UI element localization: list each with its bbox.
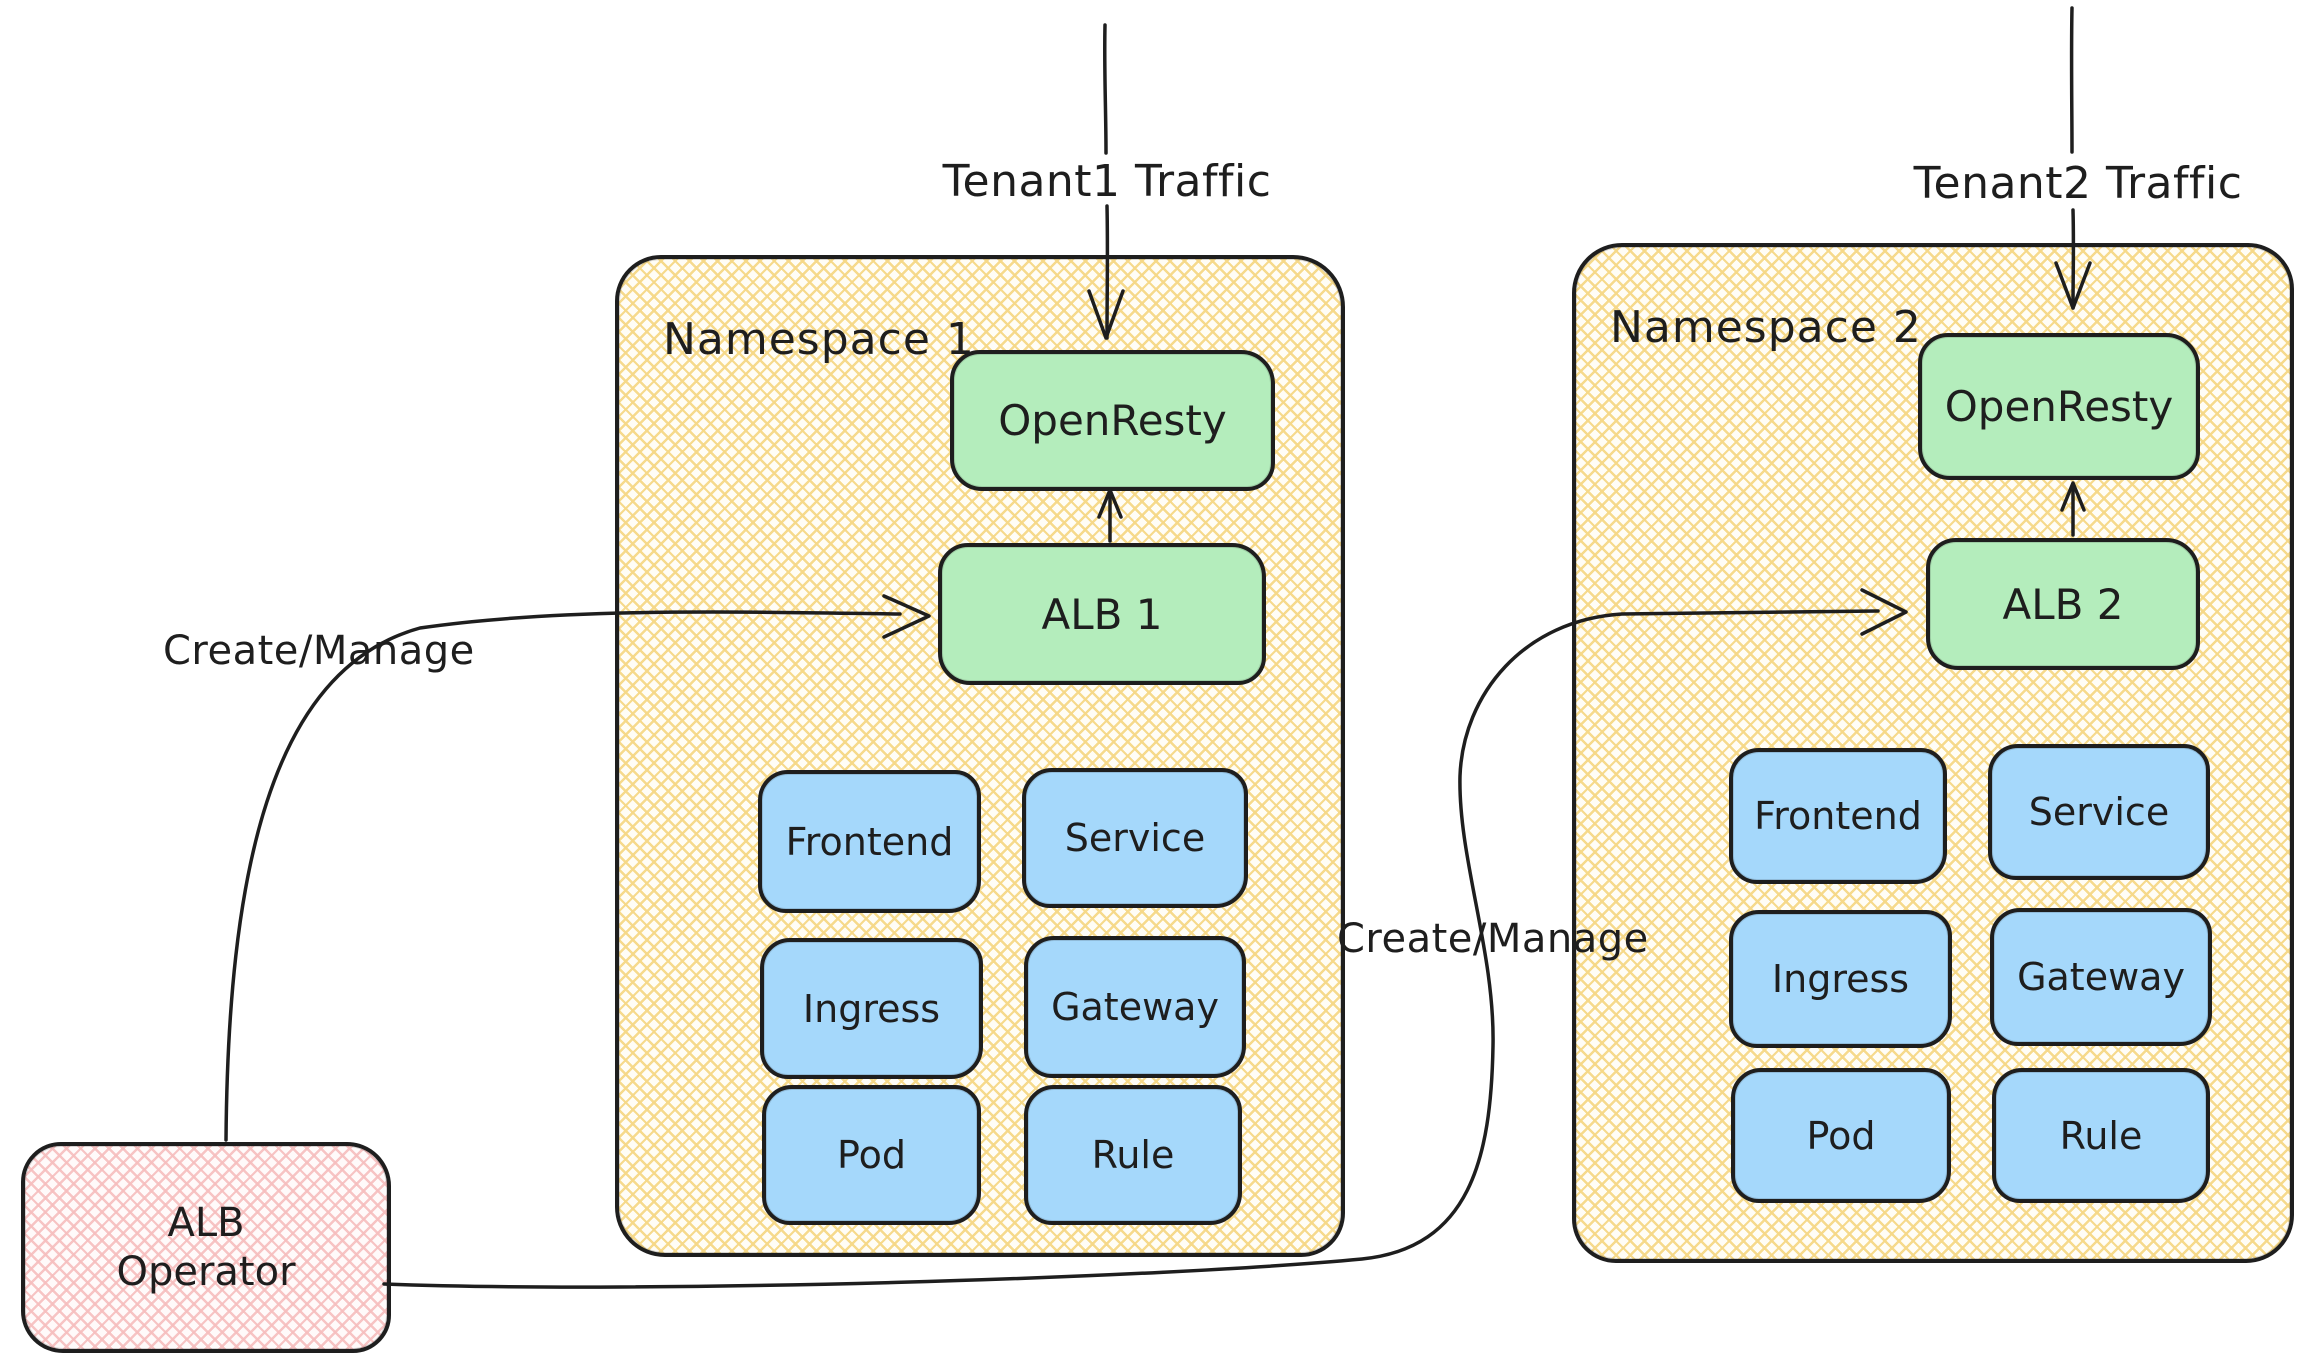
ns1-frontend-label: Frontend — [785, 819, 954, 864]
alb-operator-label-line1: ALB — [167, 1199, 245, 1246]
ns2-rule-box: Rule — [1992, 1068, 2210, 1203]
ns2-gateway-box: Gateway — [1990, 908, 2212, 1046]
ns1-service-box: Service — [1022, 768, 1248, 908]
ns2-rule-label: Rule — [2059, 1113, 2143, 1158]
ns2-ingress-label: Ingress — [1771, 957, 1910, 1001]
namespace-1-title: Namespace 1 — [663, 314, 975, 365]
create-manage-label-1: Create/Manage — [163, 628, 475, 674]
ns1-gateway-box: Gateway — [1024, 936, 1246, 1078]
ns2-gateway-label: Gateway — [2017, 955, 2185, 999]
openresty-2-box: OpenResty — [1918, 333, 2200, 480]
ns2-service-label: Service — [2028, 790, 2170, 834]
ns1-frontend-box: Frontend — [758, 770, 981, 913]
openresty-1-box: OpenResty — [950, 350, 1275, 491]
ns2-pod-box: Pod — [1731, 1068, 1951, 1203]
ns1-ingress-label: Ingress — [802, 986, 941, 1031]
alb-operator-label-line2: Operator — [116, 1248, 296, 1295]
tenant1-traffic-label: Tenant1 Traffic — [942, 156, 1272, 207]
ns1-rule-box: Rule — [1024, 1085, 1242, 1225]
openresty-2-label: OpenResty — [1944, 382, 2174, 431]
ns1-service-label: Service — [1064, 816, 1206, 860]
ns1-pod-box: Pod — [762, 1085, 981, 1225]
ns1-pod-label: Pod — [837, 1133, 906, 1177]
alb-2-box: ALB 2 — [1926, 538, 2200, 670]
alb-1-label: ALB 1 — [1041, 589, 1163, 639]
ns1-rule-label: Rule — [1091, 1133, 1175, 1177]
namespace-2-title: Namespace 2 — [1610, 302, 1922, 353]
create-manage-label-2: Create/Manage — [1337, 916, 1649, 962]
ns2-service-box: Service — [1988, 744, 2210, 880]
ns2-ingress-box: Ingress — [1729, 910, 1952, 1048]
ns2-frontend-box: Frontend — [1729, 748, 1947, 884]
ns1-ingress-box: Ingress — [760, 938, 983, 1079]
tenant2-traffic-label: Tenant2 Traffic — [1913, 158, 2243, 209]
alb-operator-box: ALB Operator — [21, 1142, 391, 1353]
openresty-1-label: OpenResty — [998, 396, 1227, 445]
ns1-gateway-label: Gateway — [1051, 985, 1219, 1029]
alb-1-box: ALB 1 — [938, 543, 1266, 685]
ns2-frontend-label: Frontend — [1754, 794, 1922, 838]
ns2-pod-label: Pod — [1806, 1113, 1876, 1158]
alb-2-label: ALB 2 — [2002, 579, 2124, 629]
